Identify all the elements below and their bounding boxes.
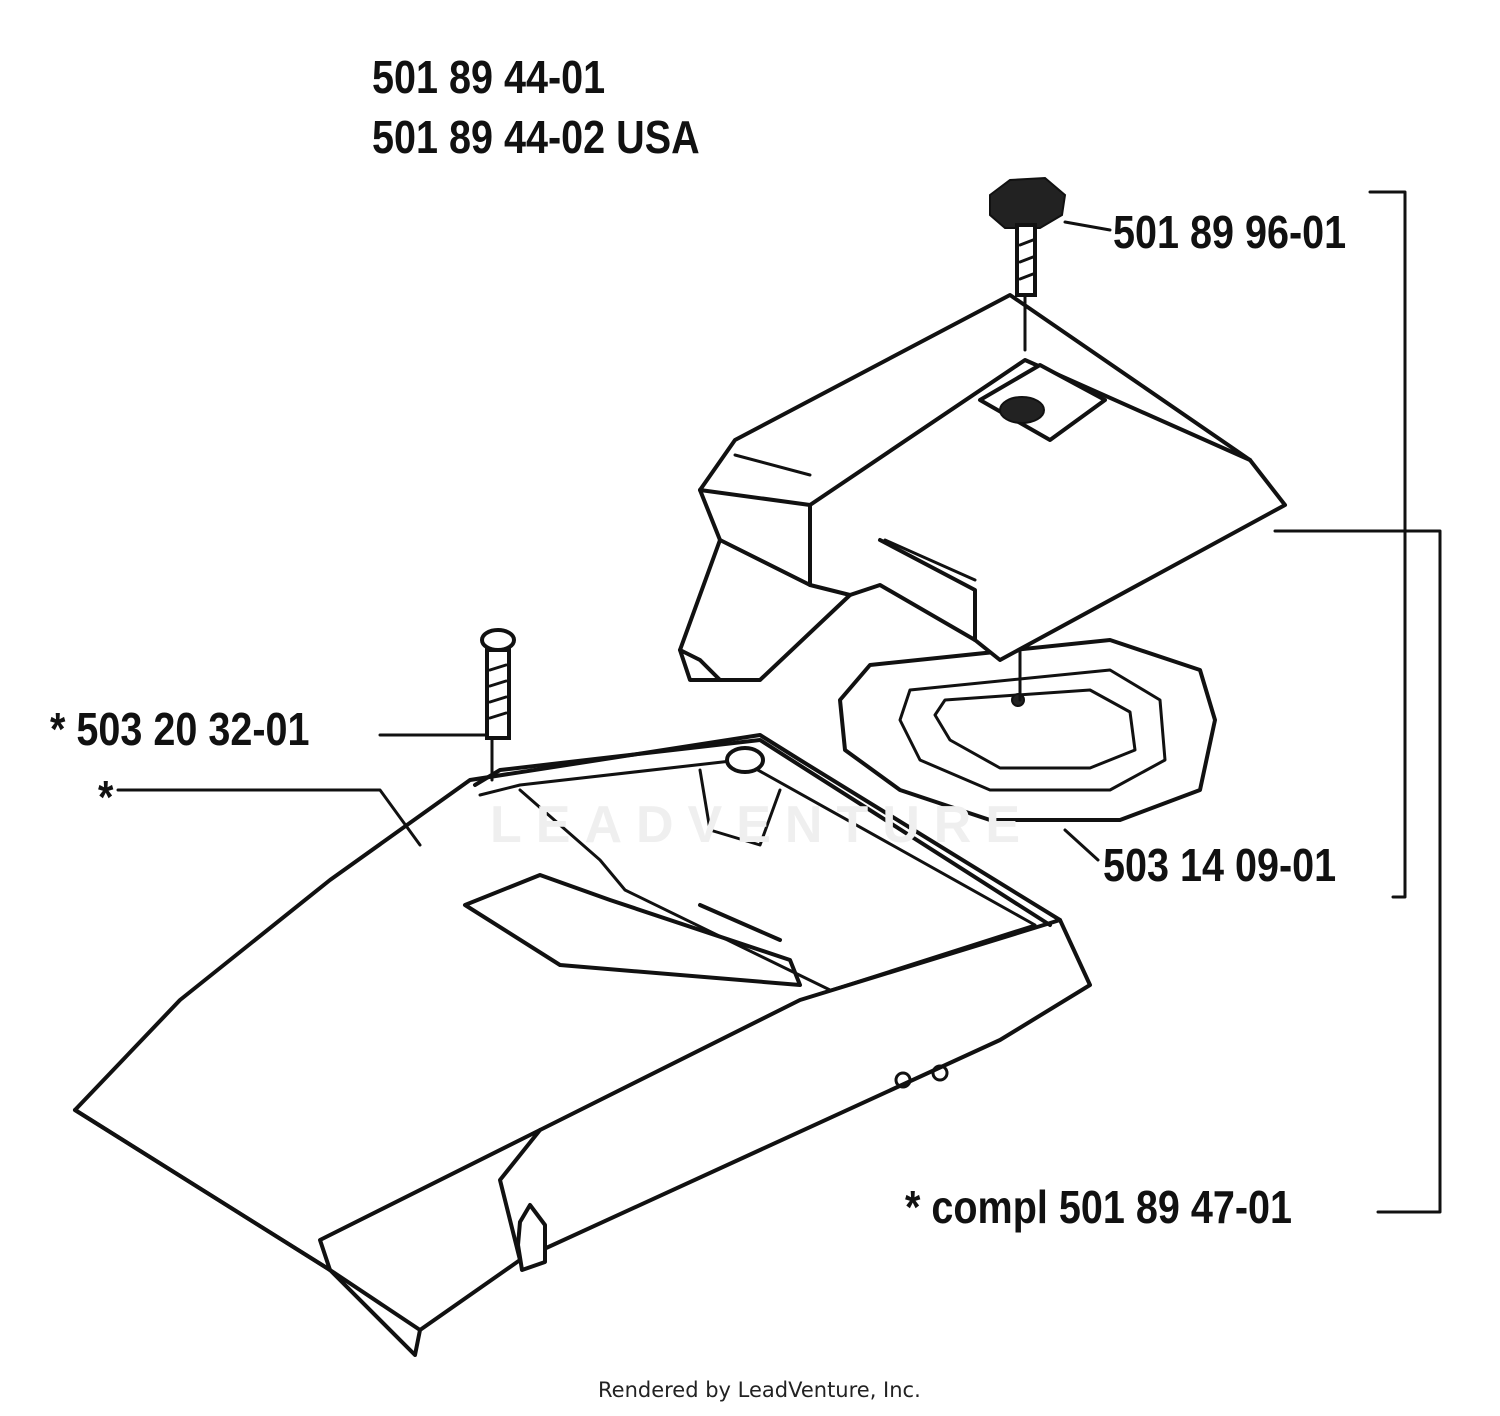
- leader-lines: [116, 220, 1112, 862]
- cover-boss: [698, 768, 782, 847]
- cover-hole-left: [894, 1071, 912, 1089]
- screw-thread: [488, 663, 508, 720]
- knob-drawing: [989, 176, 1067, 352]
- cover-nose: [498, 1128, 542, 1262]
- watermark: LEADVENTURE: [490, 796, 1035, 854]
- seal-drawing: [838, 638, 1217, 822]
- knob-head: [989, 176, 1067, 229]
- top-cover-ridge: [698, 358, 1252, 507]
- screw-shank: [485, 648, 511, 740]
- screw-part-label: * 503 20 32-01: [50, 703, 310, 755]
- cover-screw-boss: [725, 746, 765, 774]
- seal-center: [1011, 693, 1025, 707]
- inner-bracket: [1368, 190, 1407, 899]
- top-cover-drawing: [678, 293, 1287, 682]
- bracket-lines: [1273, 190, 1442, 1214]
- cover-vent-panel: [463, 873, 802, 987]
- cover-inner-wall: [518, 788, 832, 992]
- top-cover-shell: [678, 293, 1287, 682]
- top-cover-nut: [999, 396, 1045, 424]
- cover-pin: [516, 1203, 547, 1272]
- complete-assembly-label: * compl 501 89 47-01: [905, 1181, 1293, 1233]
- seal-ring-1: [898, 668, 1167, 792]
- top-cover-tab: [678, 648, 722, 682]
- footer-credit: Rendered by LeadVenture, Inc.: [598, 1378, 921, 1402]
- knob-part-label: 501 89 96-01: [1113, 206, 1347, 258]
- knob-thread: [1018, 238, 1035, 281]
- cover-hole-right: [931, 1064, 949, 1082]
- cover-asterisk-label: *: [98, 771, 114, 823]
- top-cover-grooves: [733, 453, 977, 582]
- top-cover-side-step: [878, 538, 977, 642]
- screw-drawing: [480, 628, 516, 782]
- seal-leader: [1063, 828, 1100, 862]
- outer-bracket: [1273, 529, 1442, 1214]
- seal-outer: [838, 638, 1217, 822]
- cover-leader: [116, 788, 422, 847]
- screw-head: [480, 628, 516, 652]
- cover-shell: [73, 733, 1092, 1357]
- seal-part-label: 503 14 09-01: [1103, 839, 1337, 891]
- cylinder-cover-drawing: [73, 733, 1092, 1357]
- cover-rim-outer: [473, 738, 1052, 927]
- cover-slot: [698, 903, 782, 942]
- part-number-main: 501 89 44-01: [372, 51, 606, 103]
- top-cover-recess: [978, 363, 1107, 442]
- knob-leader: [1063, 220, 1112, 232]
- part-number-usa: 501 89 44-02 USA: [372, 111, 700, 163]
- seal-ring-2: [933, 688, 1137, 770]
